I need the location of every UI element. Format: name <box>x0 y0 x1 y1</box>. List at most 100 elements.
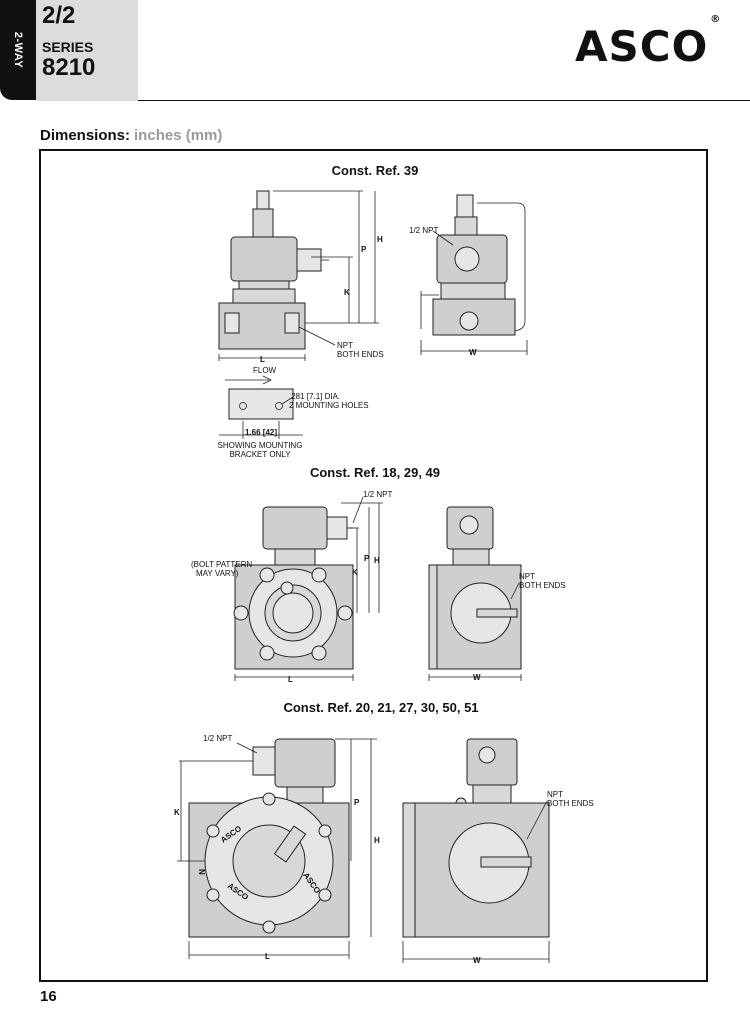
c18-bolt-note-1: (BOLT PATTERN <box>191 560 252 569</box>
c18-dim-k: K <box>352 568 358 577</box>
dimensions-frame: Const. Ref. 39 H P K L <box>39 149 708 982</box>
c39-hole-note-2: 2 MOUNTING HOLES <box>289 401 369 410</box>
c18-bolt-5 <box>259 645 275 661</box>
c39-dim-w: W <box>469 348 477 357</box>
c18-bolt-4 <box>337 605 353 621</box>
logo-text: ASCO <box>575 22 709 71</box>
c20s-coil <box>466 738 518 786</box>
c20-dim-l: L <box>265 952 270 961</box>
dimension-drawings: Const. Ref. 39 H P K L <box>174 163 594 965</box>
c39-npt-ends-1: NPT <box>337 341 353 350</box>
c20-conduit-box <box>252 746 276 776</box>
c39s-port <box>459 311 479 331</box>
series-box: 2/2 SERIES 8210 <box>36 0 138 101</box>
c20s-bonnet <box>472 784 512 804</box>
c39-npt-ends-2: BOTH ENDS <box>337 350 384 359</box>
c18-bolt-3 <box>233 605 249 621</box>
c20-dim-n: N <box>197 869 206 875</box>
c20-dim-w: W <box>473 956 481 965</box>
const-20-front-view: ASCO ASCO ASCO 1/2 NPT K N P H L <box>174 734 380 961</box>
c39-flow-arrow <box>225 375 272 385</box>
c20-bolt-6 <box>262 920 276 934</box>
c39-dim-p: P <box>361 245 367 254</box>
c18-bolt-6 <box>311 645 327 661</box>
section-title-units: inches (mm) <box>134 127 223 144</box>
const-20-title: Const. Ref. 20, 21, 27, 30, 50, 51 <box>283 700 478 715</box>
series-number: 8210 <box>42 54 96 81</box>
c39-flow-label: FLOW <box>253 366 277 375</box>
const-39-front-view: H P K L NPT BOTH ENDS FLOW <box>218 190 384 385</box>
c18-dim-h: H <box>374 556 380 565</box>
c39-conduit-box <box>296 248 322 272</box>
c39-mounting-bracket: .281 [7.1] DIA. 2 MOUNTING HOLES 1.66 [4… <box>218 388 369 459</box>
section-title-label: Dimensions: <box>40 127 131 144</box>
c18-npt-top: 1/2 NPT <box>363 490 392 499</box>
c39-bonnet <box>238 280 290 290</box>
c39-bracket-note-1: SHOWING MOUNTING <box>218 441 303 450</box>
c39s-fitting <box>456 194 474 218</box>
c39-port-right <box>284 312 300 334</box>
c39-bracket-note-2: BRACKET ONLY <box>229 450 291 459</box>
series-label: SERIES <box>42 39 94 55</box>
side-tab-label: 2-WAY <box>12 31 24 69</box>
const-39-drawing: Const. Ref. 39 H P K L <box>218 163 528 459</box>
c39-dim-h: H <box>377 235 383 244</box>
section-title: Dimensions:inches (mm) <box>40 127 222 144</box>
c39-stem <box>252 208 274 238</box>
c20-npt-top: 1/2 NPT <box>203 734 232 743</box>
registered-mark: ® <box>710 14 722 25</box>
c18-dim-l: L <box>288 675 293 684</box>
c39s-coil-plate <box>454 246 480 272</box>
c39-nut <box>232 288 296 304</box>
c18-dim-w: W <box>473 673 481 682</box>
c39-dim-l: L <box>260 355 265 364</box>
c39s-conduit <box>477 202 526 332</box>
c18s-bonnet <box>452 548 490 566</box>
const-18-front-view: 1/2 NPT (BOLT PATTERN MAY VARY) H P K L <box>191 490 392 684</box>
c20-dim-k: K <box>174 808 180 817</box>
const-18-drawing: Const. Ref. 18, 29, 49 1/2 NPT (BOLT PAT… <box>191 465 566 684</box>
c39-hole-left <box>239 402 247 410</box>
const-39-side-view: 1/2 NPT W <box>409 194 528 357</box>
header-rule <box>138 100 750 101</box>
c39-port-left <box>224 312 240 334</box>
const-18-title: Const. Ref. 18, 29, 49 <box>310 465 440 480</box>
c39-bracket-dim: 1.66 [42] <box>245 428 277 437</box>
const-20-side-view: NPT BOTH ENDS W <box>402 738 594 965</box>
c39-bracket-plate <box>228 388 294 420</box>
c18-bolt-1 <box>259 567 275 583</box>
c39s-bonnet <box>440 282 506 300</box>
ratio-label: 2/2 <box>42 2 76 29</box>
c18-dim-p: P <box>364 554 370 563</box>
c18-coil <box>262 506 328 550</box>
c18-npt-ends-1: NPT <box>519 572 535 581</box>
c39-fitting-top <box>256 190 270 210</box>
const-20-drawing: Const. Ref. 20, 21, 27, 30, 50, 51 ASCO … <box>174 700 594 965</box>
c18-bolt-2 <box>311 567 327 583</box>
c20-coil <box>274 738 336 788</box>
c20-npt-ends-2: BOTH ENDS <box>547 799 594 808</box>
c20-bolt-1 <box>262 792 276 806</box>
c39-dim-k: K <box>344 288 350 297</box>
c39-coil <box>230 236 298 282</box>
asco-logo: ASCO® <box>575 15 721 68</box>
const-18-side-view: NPT BOTH ENDS W <box>428 506 566 682</box>
c18-npt-ends-2: BOTH ENDS <box>519 581 566 590</box>
c39s-stem <box>454 216 478 236</box>
c18-bolt-note-2: MAY VARY) <box>196 569 239 578</box>
c20-bolt-3 <box>318 824 332 838</box>
page-number: 16 <box>40 988 57 1005</box>
c18-bonnet <box>274 548 316 566</box>
c39-hole-right <box>275 402 283 410</box>
side-tab: 2-WAY <box>0 0 36 100</box>
c20-bolt-2 <box>206 824 220 838</box>
c18-conduit-box <box>326 516 348 540</box>
c20-bolt-5 <box>318 888 332 902</box>
c20-bolt-4 <box>206 888 220 902</box>
c20-npt-ends-1: NPT <box>547 790 563 799</box>
c20-dim-h: H <box>374 836 380 845</box>
c39-hole-note-1: .281 [7.1] DIA. <box>289 392 340 401</box>
c20-dim-p: P <box>354 798 360 807</box>
c39-npt-top: 1/2 NPT <box>409 226 438 235</box>
const-39-title: Const. Ref. 39 <box>332 163 419 178</box>
